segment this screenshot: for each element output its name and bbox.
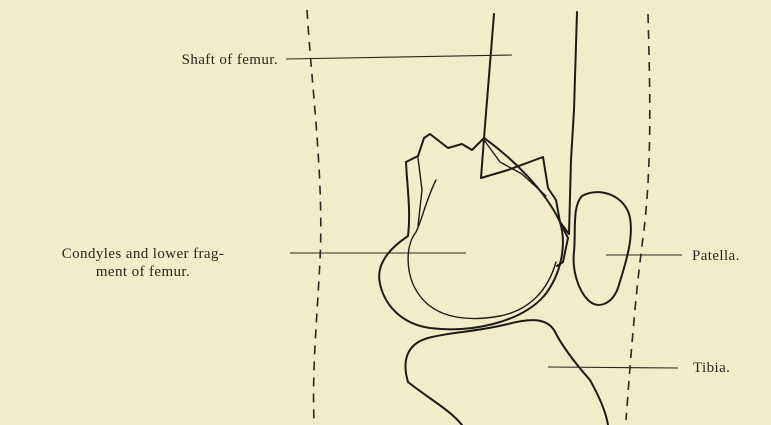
condyle-notch: [418, 158, 422, 226]
label-tibia: Tibia.: [693, 360, 730, 376]
patella: [574, 192, 631, 305]
femur-shaft: [481, 12, 577, 234]
femur-shaft-left-edge: [481, 14, 494, 178]
tibia: [405, 320, 608, 425]
tibia-left-outline: [408, 382, 462, 425]
condyle-inner-contour: [408, 180, 556, 319]
femur-condyles: [379, 134, 568, 329]
femur-shaft-fracture-end: [481, 157, 569, 234]
tibia-upper-outline: [405, 320, 608, 425]
shaft-leader-line: [286, 55, 512, 59]
condyle-outer-contour: [379, 134, 563, 329]
label-patella: Patella.: [692, 248, 740, 264]
femur-shaft-right-edge: [569, 12, 577, 234]
label-shaft-of-femur: Shaft of femur.: [182, 52, 278, 68]
tibia-leader-line: [548, 367, 678, 368]
limb-outline: [307, 10, 650, 420]
label-condyles-line-2: ment of femur.: [96, 264, 190, 280]
label-condyles-line-1: Condyles and lower frag-: [62, 246, 224, 262]
limb-outline-left: [307, 10, 321, 420]
